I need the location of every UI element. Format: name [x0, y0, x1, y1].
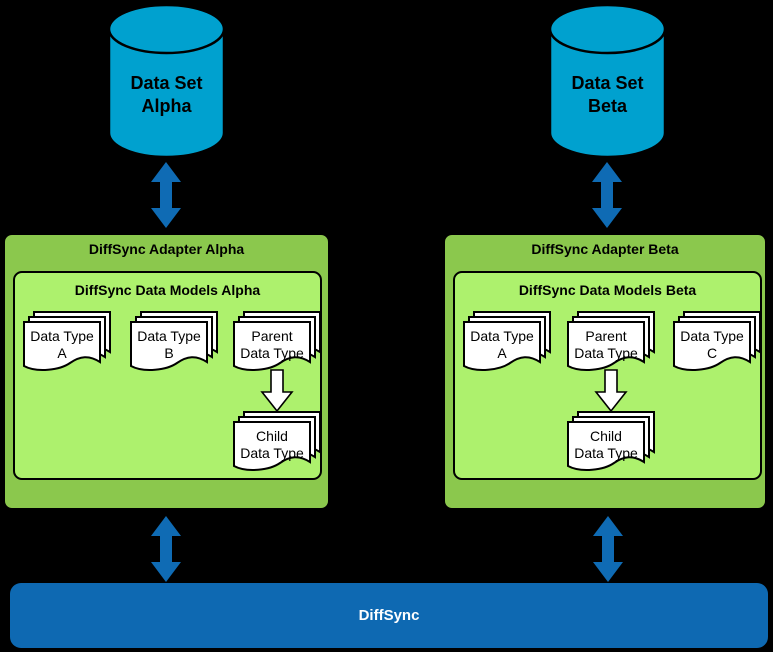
- models-beta-box: DiffSync Data Models Beta Data Type A Pa…: [453, 271, 762, 480]
- doc-stack-data-type-c: Data Type C: [673, 311, 761, 377]
- adapter-beta-box: DiffSync Adapter Beta DiffSync Data Mode…: [443, 233, 767, 510]
- doc-label: Data Type C: [680, 327, 744, 361]
- doc-label: Child Data Type: [574, 427, 638, 461]
- bidirectional-arrow-icon: [151, 516, 181, 582]
- dataset-beta-label: Data Set Beta: [571, 72, 644, 116]
- bidirectional-arrow-icon: [151, 162, 181, 228]
- adapter-alpha-box: DiffSync Adapter Alpha DiffSync Data Mod…: [3, 233, 330, 510]
- doc-stack-child-data-type: Child Data Type: [567, 411, 655, 477]
- dataset-beta-cylinder: Data Set Beta: [548, 3, 667, 159]
- doc-stack-parent-data-type: Parent Data Type: [233, 311, 321, 377]
- models-alpha-box: DiffSync Data Models Alpha Data Type A D…: [13, 271, 322, 480]
- diffsync-bus-label: DiffSync: [358, 607, 420, 624]
- bidirectional-arrow-icon: [593, 516, 623, 582]
- doc-label: Data Type A: [470, 327, 534, 361]
- doc-label: Data Type B: [137, 327, 201, 361]
- models-beta-title: DiffSync Data Models Beta: [518, 282, 697, 298]
- dataset-alpha-cylinder: Data Set Alpha: [107, 3, 226, 159]
- adapter-beta-title: DiffSync Adapter Beta: [531, 241, 679, 257]
- doc-stack-data-type-a: Data Type A: [463, 311, 551, 377]
- doc-stack-parent-data-type: Parent Data Type: [567, 311, 655, 377]
- doc-stack-child-data-type: Child Data Type: [233, 411, 321, 477]
- adapter-alpha-title: DiffSync Adapter Alpha: [88, 241, 245, 257]
- doc-label: Parent Data Type: [240, 327, 304, 361]
- bidirectional-arrow-icon: [592, 162, 622, 228]
- doc-label: Data Type A: [30, 327, 94, 361]
- diffsync-bus-bar: DiffSync: [10, 583, 768, 648]
- dataset-alpha-label: Data Set Alpha: [130, 72, 203, 116]
- doc-stack-data-type-a: Data Type A: [23, 311, 111, 377]
- models-alpha-title: DiffSync Data Models Alpha: [74, 282, 261, 298]
- doc-label: Child Data Type: [240, 427, 304, 461]
- doc-stack-data-type-b: Data Type B: [130, 311, 218, 377]
- doc-label: Parent Data Type: [574, 327, 638, 361]
